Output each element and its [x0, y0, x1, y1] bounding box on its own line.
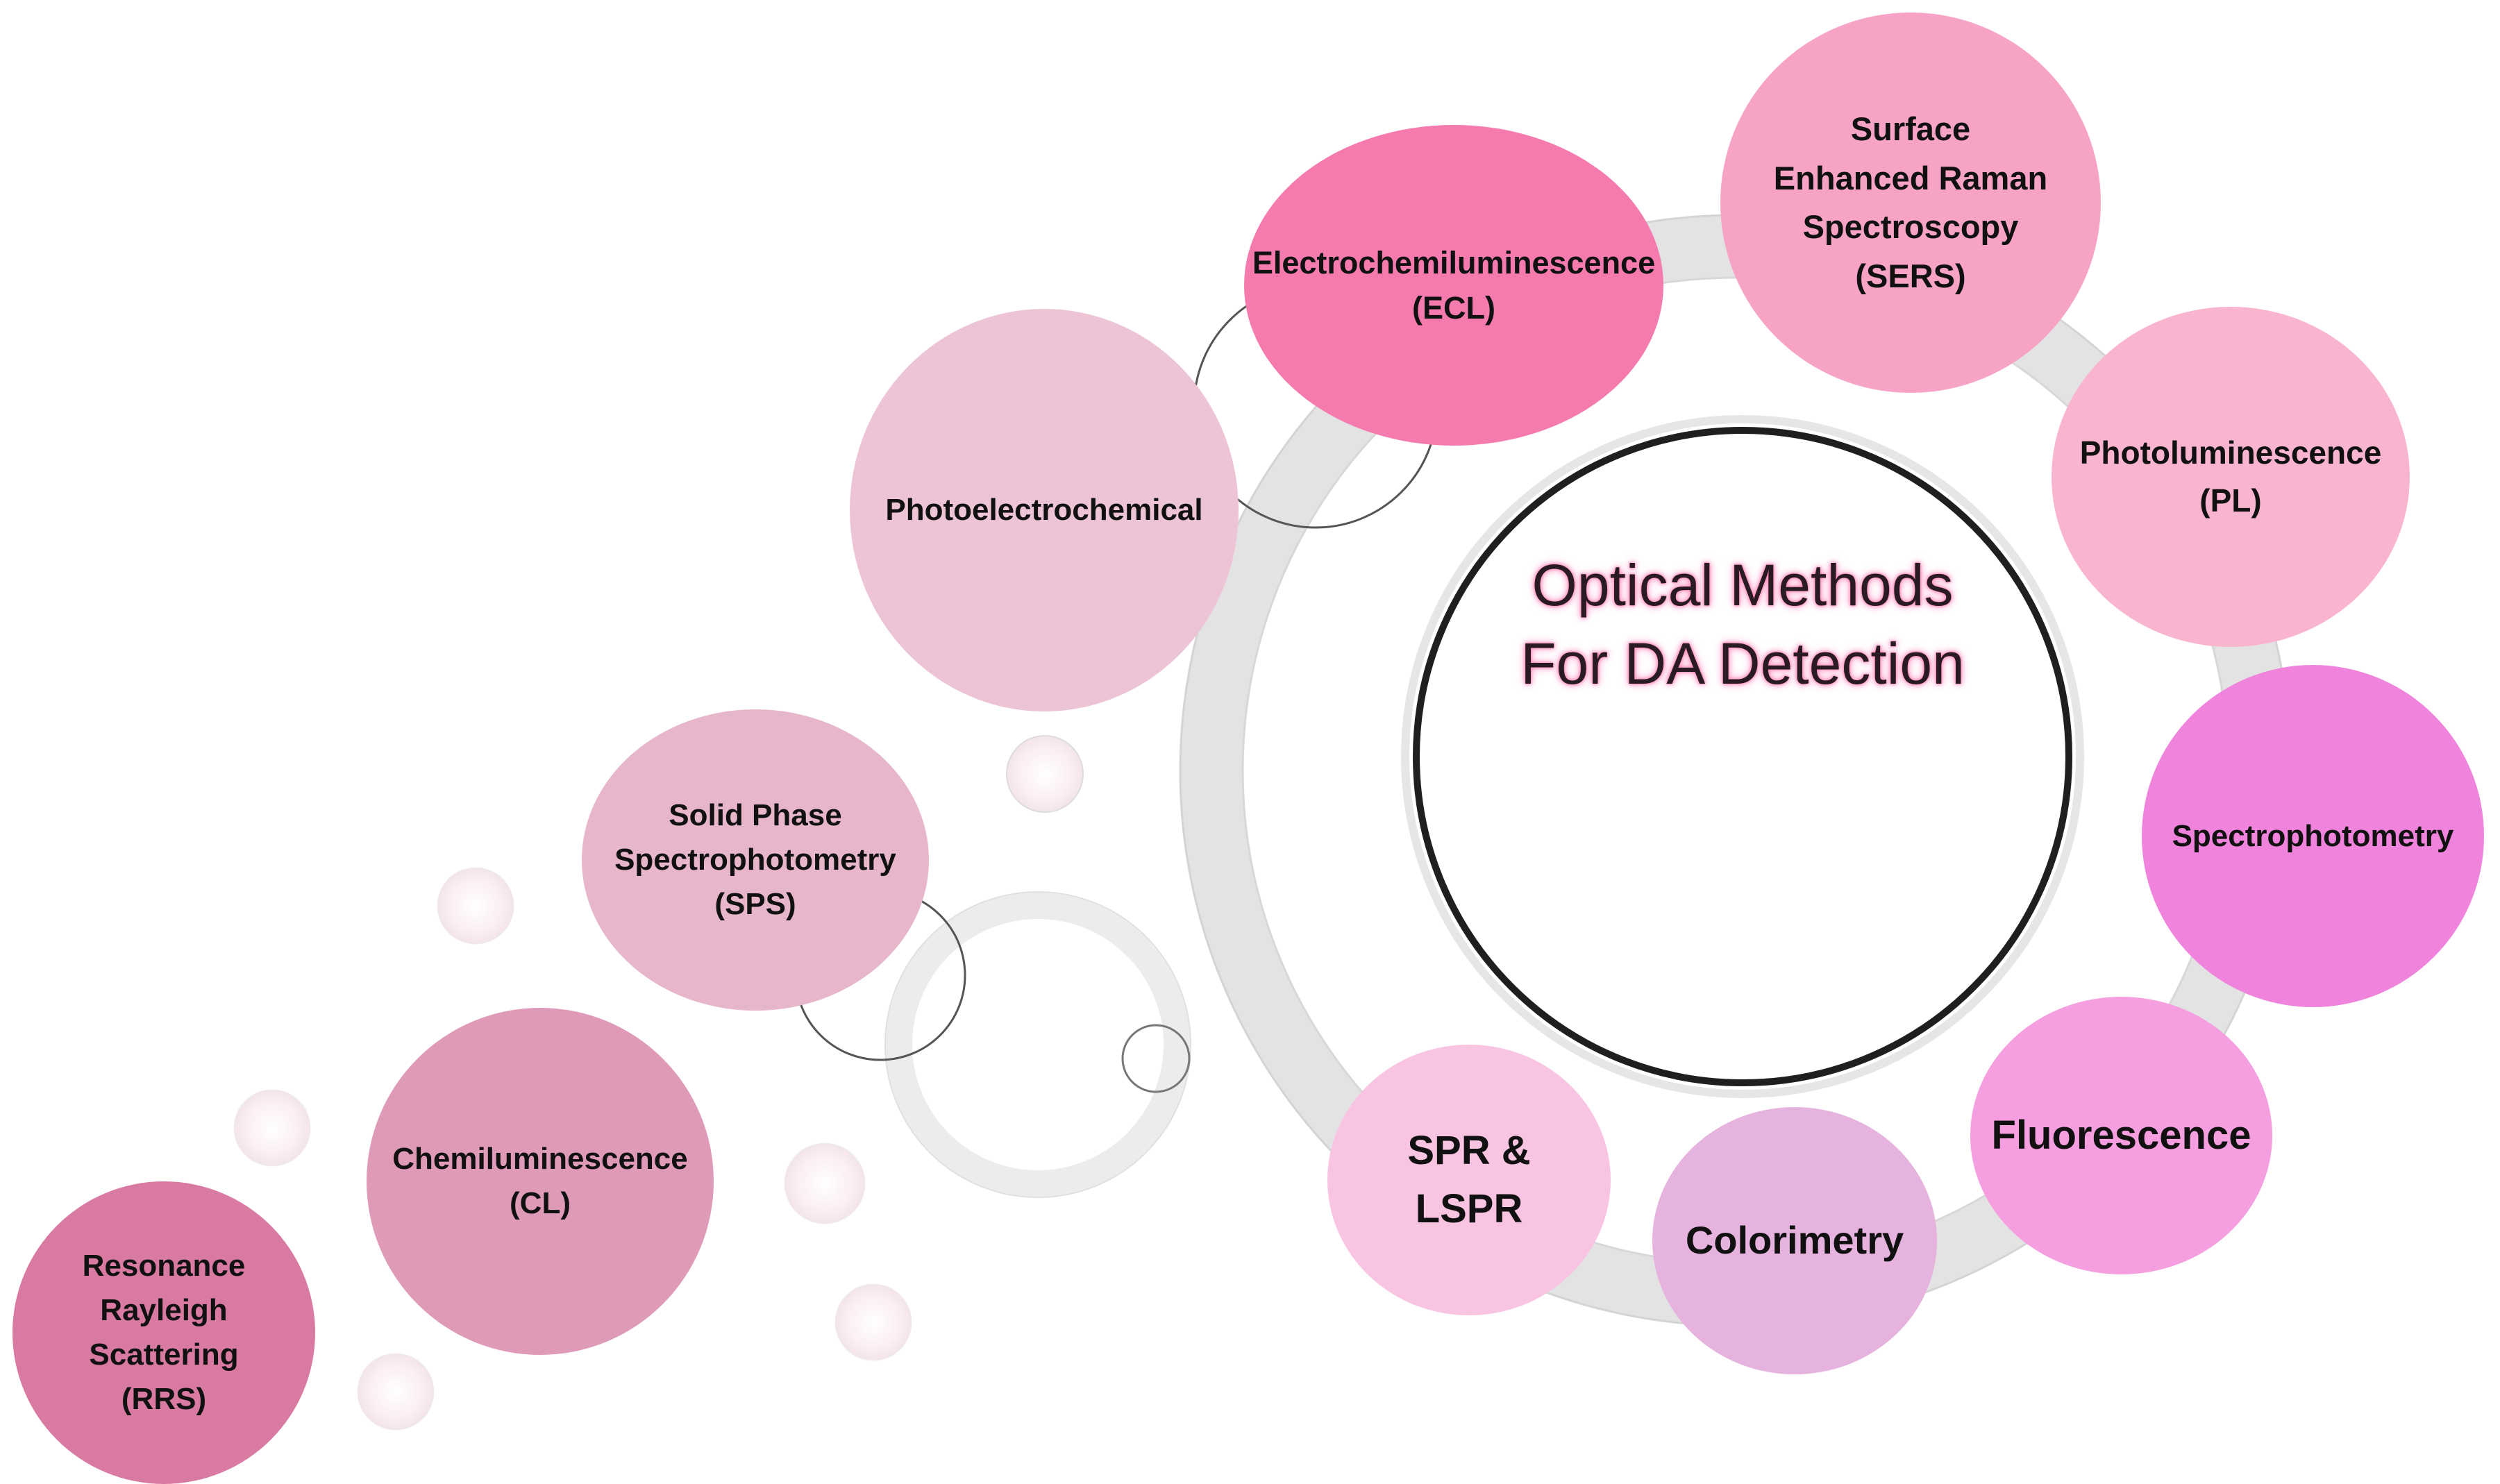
thin-ring-small — [1121, 1024, 1191, 1093]
soft-dot-5 — [834, 1283, 912, 1361]
bubble-colori-label: Colorimetry — [1685, 1218, 1904, 1263]
bubble-sps-label: Solid Phase Spectrophotometry (SPS) — [614, 798, 896, 921]
soft-dot-3 — [233, 1089, 311, 1167]
bubble-ecl-label: Electrochemiluminescence (ECL) — [1252, 244, 1656, 326]
center-title: Optical Methods For DA Detection — [1423, 444, 2062, 805]
bubble-cl-label: Chemiluminescence (CL) — [392, 1142, 688, 1220]
soft-dot-4 — [784, 1142, 866, 1224]
bubble-pec-label: Photoelectrochemical — [885, 493, 1203, 528]
bubble-ecl: Electrochemiluminescence (ECL) — [1244, 125, 1663, 446]
bubble-spectro: Spectrophotometry — [2142, 665, 2484, 1007]
bubble-pl: Photoluminescence (PL) — [2052, 307, 2410, 647]
middle-ring-edge — [884, 891, 1191, 1198]
soft-dot-6 — [357, 1353, 435, 1431]
bubble-sers-label: Surface Enhanced Raman Spectroscopy (SER… — [1773, 110, 2048, 294]
bubble-pl-label: Photoluminescence (PL) — [2079, 435, 2382, 518]
bubble-pec: Photoelectrochemical — [850, 309, 1239, 711]
center-circle — [1413, 427, 2072, 1086]
bubble-spectro-label: Spectrophotometry — [2172, 818, 2454, 853]
bubble-cl: Chemiluminescence (CL) — [367, 1008, 714, 1355]
bubble-colori: Colorimetry — [1652, 1107, 1937, 1374]
bubble-fluor-label: Fluorescence — [1991, 1113, 2251, 1158]
bubble-fluor: Fluorescence — [1970, 997, 2272, 1274]
middle-ring — [886, 893, 1190, 1197]
center-circle-shadow — [1401, 415, 2084, 1098]
bubble-sers: Surface Enhanced Raman Spectroscopy (SER… — [1720, 12, 2101, 393]
soft-dot-2 — [437, 867, 514, 945]
bubble-rrs: Resonance Rayleigh Scattering (RRS) — [12, 1181, 315, 1484]
bubble-rrs-label: Resonance Rayleigh Scattering (RRS) — [82, 1249, 246, 1416]
center-title-text: Optical Methods For DA Detection — [1520, 552, 1965, 696]
bubble-sps: Solid Phase Spectrophotometry (SPS) — [582, 709, 929, 1011]
bubble-spr-label: SPR & LSPR — [1407, 1127, 1531, 1231]
soft-dot-1 — [1006, 735, 1084, 813]
bubble-spr: SPR & LSPR — [1327, 1045, 1611, 1315]
